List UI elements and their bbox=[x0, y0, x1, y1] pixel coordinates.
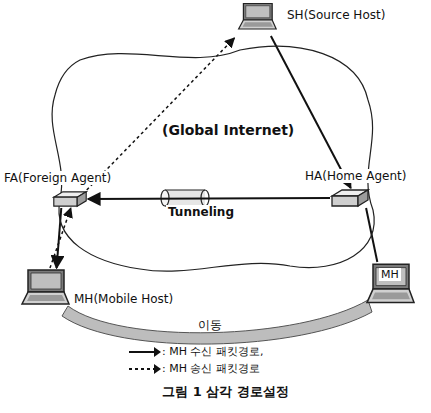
node-label: MH bbox=[379, 268, 401, 281]
edge-label: Tunneling bbox=[166, 205, 236, 219]
host-device: SH(Source Host) bbox=[237, 2, 277, 32]
legend-row: : MH 송신 패킷경로 bbox=[128, 361, 260, 376]
legend-sample bbox=[128, 363, 162, 375]
motion-label: 이동 bbox=[196, 318, 224, 332]
receive-path-arrow bbox=[271, 36, 351, 188]
figure-caption: 그림 1 삼각 경로설정 bbox=[160, 384, 291, 400]
host-device: MH bbox=[365, 262, 415, 307]
laptop-icon bbox=[20, 268, 70, 308]
node-label: SH(Source Host) bbox=[285, 8, 387, 22]
host-device: MH(Mobile Host) bbox=[20, 268, 70, 308]
send-path-arrow bbox=[87, 38, 235, 190]
agent-router: HA(Home Agent) bbox=[330, 188, 370, 208]
send-path-arrow bbox=[50, 208, 71, 268]
node-label: HA(Home Agent) bbox=[303, 169, 408, 183]
movement-band bbox=[62, 300, 372, 344]
internet-cloud: (Global Internet) bbox=[40, 40, 385, 280]
legend-text: : MH 송신 패킷경로 bbox=[162, 362, 260, 375]
agent-router: FA(Foreign Agent) bbox=[52, 190, 88, 208]
legend-text: : MH 수신 패킷경로, bbox=[162, 345, 263, 358]
receive-path-arrow bbox=[88, 197, 330, 200]
node-label: FA(Foreign Agent) bbox=[2, 171, 113, 185]
legend-sample bbox=[128, 346, 162, 358]
node-label: (Global Internet) bbox=[160, 122, 296, 139]
legend-row: : MH 수신 패킷경로, bbox=[128, 344, 263, 359]
node-label: MH(Mobile Host) bbox=[72, 292, 175, 306]
cloud-outline bbox=[40, 40, 385, 280]
laptop-icon bbox=[237, 2, 277, 32]
router-icon bbox=[52, 190, 88, 208]
router-icon bbox=[330, 188, 370, 208]
